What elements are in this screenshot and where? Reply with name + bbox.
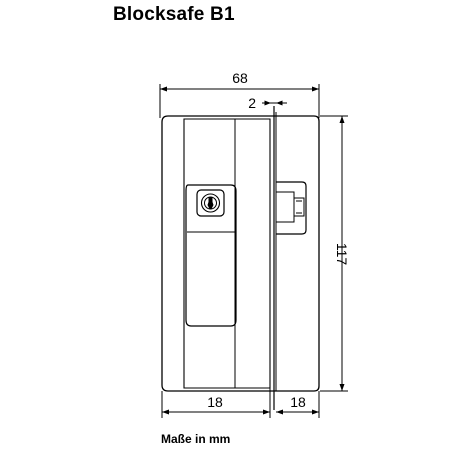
arrow-head-left bbox=[264, 100, 271, 106]
dimension-2 bbox=[262, 100, 287, 106]
units-note: Maße in mm bbox=[161, 432, 231, 446]
front-plate bbox=[183, 118, 271, 389]
label-bottom-right: 18 bbox=[290, 394, 306, 410]
label-height: 117 bbox=[334, 243, 350, 266]
label-bottom-left: 18 bbox=[207, 394, 223, 410]
label-offset: 2 bbox=[248, 95, 256, 111]
arrow-head bbox=[162, 409, 169, 415]
arrow-head-right bbox=[312, 86, 319, 92]
housing-outline bbox=[161, 115, 320, 392]
latch-bolt bbox=[276, 181, 307, 235]
dimension-bottom bbox=[161, 388, 320, 418]
arrow-head bbox=[276, 409, 283, 415]
arrow-head-bottom bbox=[339, 384, 345, 391]
dimension-117 bbox=[320, 115, 348, 392]
lock-body bbox=[161, 106, 320, 410]
arrow-head bbox=[263, 409, 270, 415]
arrow-head-left bbox=[160, 86, 167, 92]
label-total-width: 68 bbox=[232, 70, 248, 86]
diagram-title: Blocksafe B1 bbox=[113, 4, 235, 25]
arrow-head-top bbox=[339, 116, 345, 123]
handle-outline bbox=[185, 184, 237, 327]
handle bbox=[185, 184, 237, 327]
lock-cylinder-icon bbox=[196, 189, 225, 217]
arrow-head-right bbox=[276, 100, 283, 106]
dimension-68 bbox=[159, 84, 320, 118]
arrow-head bbox=[312, 409, 319, 415]
latch-tongue bbox=[293, 197, 305, 217]
latch-inner bbox=[276, 191, 295, 223]
latch-housing bbox=[276, 181, 307, 235]
